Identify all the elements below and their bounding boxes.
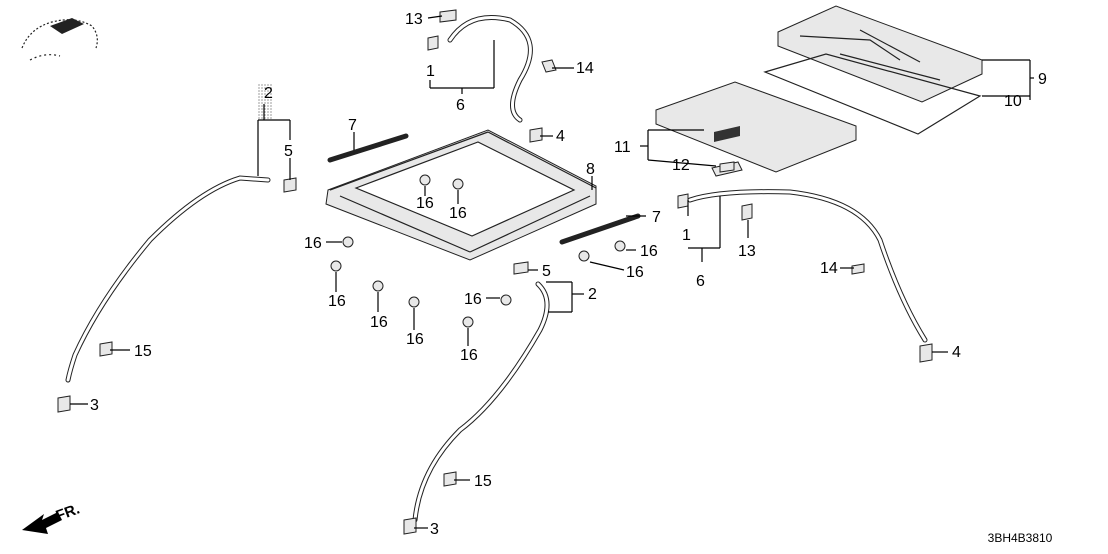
callout-16-e: 16 <box>370 314 388 331</box>
callout-16-f: 16 <box>406 331 424 348</box>
callout-13-right: 13 <box>738 243 756 260</box>
callout-16-b: 16 <box>449 205 467 222</box>
callout-5-right: 5 <box>542 263 551 280</box>
callout-4-top: 4 <box>556 128 565 145</box>
deflector-part-a <box>327 133 409 163</box>
front-direction-label: FR. <box>54 501 83 525</box>
callout-5-left: 5 <box>284 143 293 160</box>
callout-6-right: 6 <box>696 273 705 290</box>
drain-hose-part-upper <box>447 15 533 123</box>
callout-2-left: 2 <box>264 85 273 102</box>
callout-2-right: 2 <box>588 286 597 303</box>
callout-12: 12 <box>672 157 690 174</box>
leader-lines <box>70 15 1034 529</box>
drain-hose-part-lower-right <box>687 189 928 343</box>
callout-7-left: 7 <box>348 117 357 134</box>
callout-3-left: 3 <box>90 397 99 414</box>
callout-9: 9 <box>1038 71 1047 88</box>
small-clip-parts <box>57 9 933 535</box>
bolt-parts <box>330 174 626 328</box>
front-direction-arrow: FR. <box>22 501 82 534</box>
callout-16-i: 16 <box>640 243 658 260</box>
vehicle-thumbnail <box>21 18 98 61</box>
callout-16-a: 16 <box>416 195 434 212</box>
callout-16-g: 16 <box>464 291 482 308</box>
callout-1-top: 1 <box>426 63 435 80</box>
drain-hose-part-left <box>65 175 271 383</box>
callout-labels: 2 5 13 1 6 14 4 9 10 11 12 7 8 7 1 6 13 … <box>90 11 1047 538</box>
callout-13-top: 13 <box>405 11 423 28</box>
callout-6-top: 6 <box>456 97 465 114</box>
diagram-part-code: 3BH4B3810 <box>988 531 1053 545</box>
callout-15-left: 15 <box>134 343 152 360</box>
callout-16-d: 16 <box>328 293 346 310</box>
callout-11: 11 <box>614 139 631 156</box>
callout-14-top: 14 <box>576 60 594 77</box>
callout-8: 8 <box>586 161 595 178</box>
roof-glass-part <box>777 5 983 103</box>
callout-15-right: 15 <box>474 473 492 490</box>
callout-16-h: 16 <box>460 347 478 364</box>
callout-4-right: 4 <box>952 344 961 361</box>
callout-16-j: 16 <box>626 264 644 281</box>
callout-14-right: 14 <box>820 260 838 277</box>
callout-3-right: 3 <box>430 521 439 538</box>
callout-10: 10 <box>1004 93 1022 110</box>
weatherstrip-part <box>763 53 982 135</box>
sunshade-part <box>655 81 857 173</box>
sealant-area-shading <box>258 84 272 120</box>
callout-1-right: 1 <box>682 227 691 244</box>
deflector-part-b <box>559 213 641 245</box>
callout-16-c: 16 <box>304 235 322 252</box>
sunroof-frame-part <box>325 129 597 261</box>
callout-7-right: 7 <box>652 209 661 226</box>
drain-hose-part-right <box>412 281 550 523</box>
